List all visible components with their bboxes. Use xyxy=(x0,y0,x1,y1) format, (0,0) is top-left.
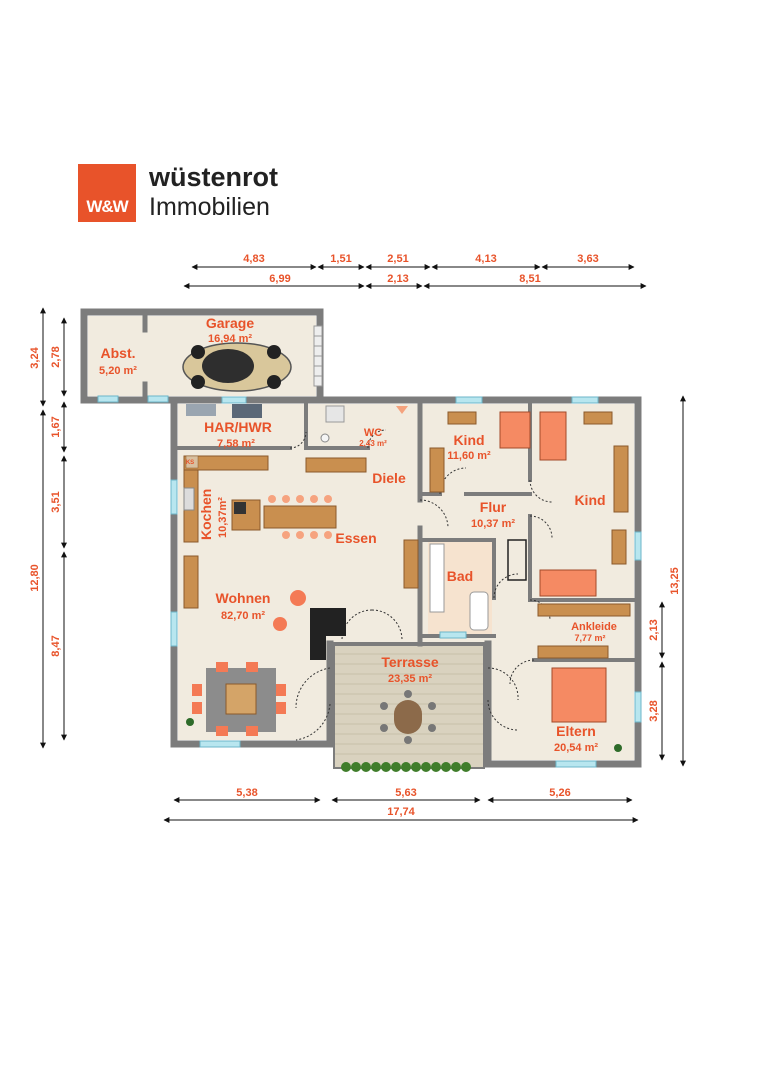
dim-top-2-13: 2,13 xyxy=(387,273,408,285)
dim-left-2-78: 2,78 xyxy=(50,346,62,367)
room-kind-1: Kind xyxy=(453,432,484,448)
sink-icon xyxy=(183,487,195,511)
dimension-labels: 4,83 1,51 2,51 4,13 3,63 6,99 2,13 8,51 … xyxy=(29,253,681,818)
area-wohnen: 82,70 m² xyxy=(221,610,265,622)
area-wc: 2,43 m² xyxy=(359,439,387,448)
room-bad: Bad xyxy=(447,568,473,584)
shower-icon xyxy=(429,543,445,613)
bathtub-icon xyxy=(469,591,489,631)
room-essen: Essen xyxy=(335,530,376,546)
room-eltern: Eltern xyxy=(556,723,596,739)
plant-icon xyxy=(614,744,622,752)
room-wc: WC xyxy=(364,427,382,439)
car-icon xyxy=(182,342,292,392)
dim-top-2-51: 2,51 xyxy=(387,253,408,265)
room-kind-2: Kind xyxy=(574,492,605,508)
area-flur: 10,37 m² xyxy=(471,518,515,530)
area-abst: 5,20 m² xyxy=(99,365,137,377)
room-diele: Diele xyxy=(372,470,406,486)
room-garage: Garage xyxy=(206,315,254,331)
dim-bottom-17-74: 17,74 xyxy=(387,806,415,818)
furniture xyxy=(183,404,631,752)
brand-name-line2: Immobilien xyxy=(149,193,270,221)
area-har-hwr: 7,58 m² xyxy=(217,438,255,450)
cooktop-icon xyxy=(234,502,246,514)
area-garage: 16,94 m² xyxy=(208,333,252,345)
brand-name-line1: wüstenrot xyxy=(149,162,279,192)
room-ankleide: Ankleide xyxy=(571,621,617,633)
dim-right-2-13: 2,13 xyxy=(648,619,660,640)
garage-door xyxy=(313,325,323,387)
ks-label: KS xyxy=(186,460,194,466)
area-kind-1: 11,60 m² xyxy=(447,450,491,462)
area-kochen: 10,37m² xyxy=(217,497,229,538)
dim-bottom-5-38: 5,38 xyxy=(236,787,257,799)
dim-top-6-99: 6,99 xyxy=(269,273,290,285)
dim-left-3-24: 3,24 xyxy=(29,346,41,368)
area-eltern: 20,54 m² xyxy=(554,742,598,754)
area-ankleide: 7,77 m² xyxy=(574,633,605,643)
room-har-hwr: HAR/HWR xyxy=(204,419,272,435)
dim-left-8-47: 8,47 xyxy=(50,635,62,656)
dim-left-12-80: 12,80 xyxy=(29,564,41,592)
room-labels: Garage 16,94 m² Abst. 5,20 m² HAR/HWR 7,… xyxy=(99,315,617,754)
dim-top-4-83: 4,83 xyxy=(243,253,264,265)
area-terrasse: 23,35 m² xyxy=(388,673,432,685)
room-flur: Flur xyxy=(480,499,507,515)
hedge xyxy=(341,762,471,772)
dim-left-3-51: 3,51 xyxy=(50,491,62,512)
dim-bottom-5-26: 5,26 xyxy=(549,787,570,799)
dim-bottom-5-63: 5,63 xyxy=(395,787,416,799)
dimension-lines xyxy=(40,264,686,823)
dim-right-13-25: 13,25 xyxy=(669,567,681,595)
dim-top-4-13: 4,13 xyxy=(475,253,496,265)
dim-left-1-67: 1,67 xyxy=(50,416,62,437)
logo-text: W&W xyxy=(86,197,128,216)
windows xyxy=(97,395,642,768)
room-abst: Abst. xyxy=(101,345,136,361)
wuestenrot-logo: W&W xyxy=(78,164,136,222)
dim-top-1-51: 1,51 xyxy=(330,253,351,265)
dim-top-3-63: 3,63 xyxy=(577,253,598,265)
room-terrasse: Terrasse xyxy=(381,654,439,670)
plant-icon xyxy=(186,718,194,726)
dim-right-3-28: 3,28 xyxy=(648,700,660,721)
entrance-arrow-icon xyxy=(396,406,408,414)
room-wohnen: Wohnen xyxy=(216,590,271,606)
dim-top-8-51: 8,51 xyxy=(519,273,540,285)
room-kochen: Kochen xyxy=(198,489,214,540)
